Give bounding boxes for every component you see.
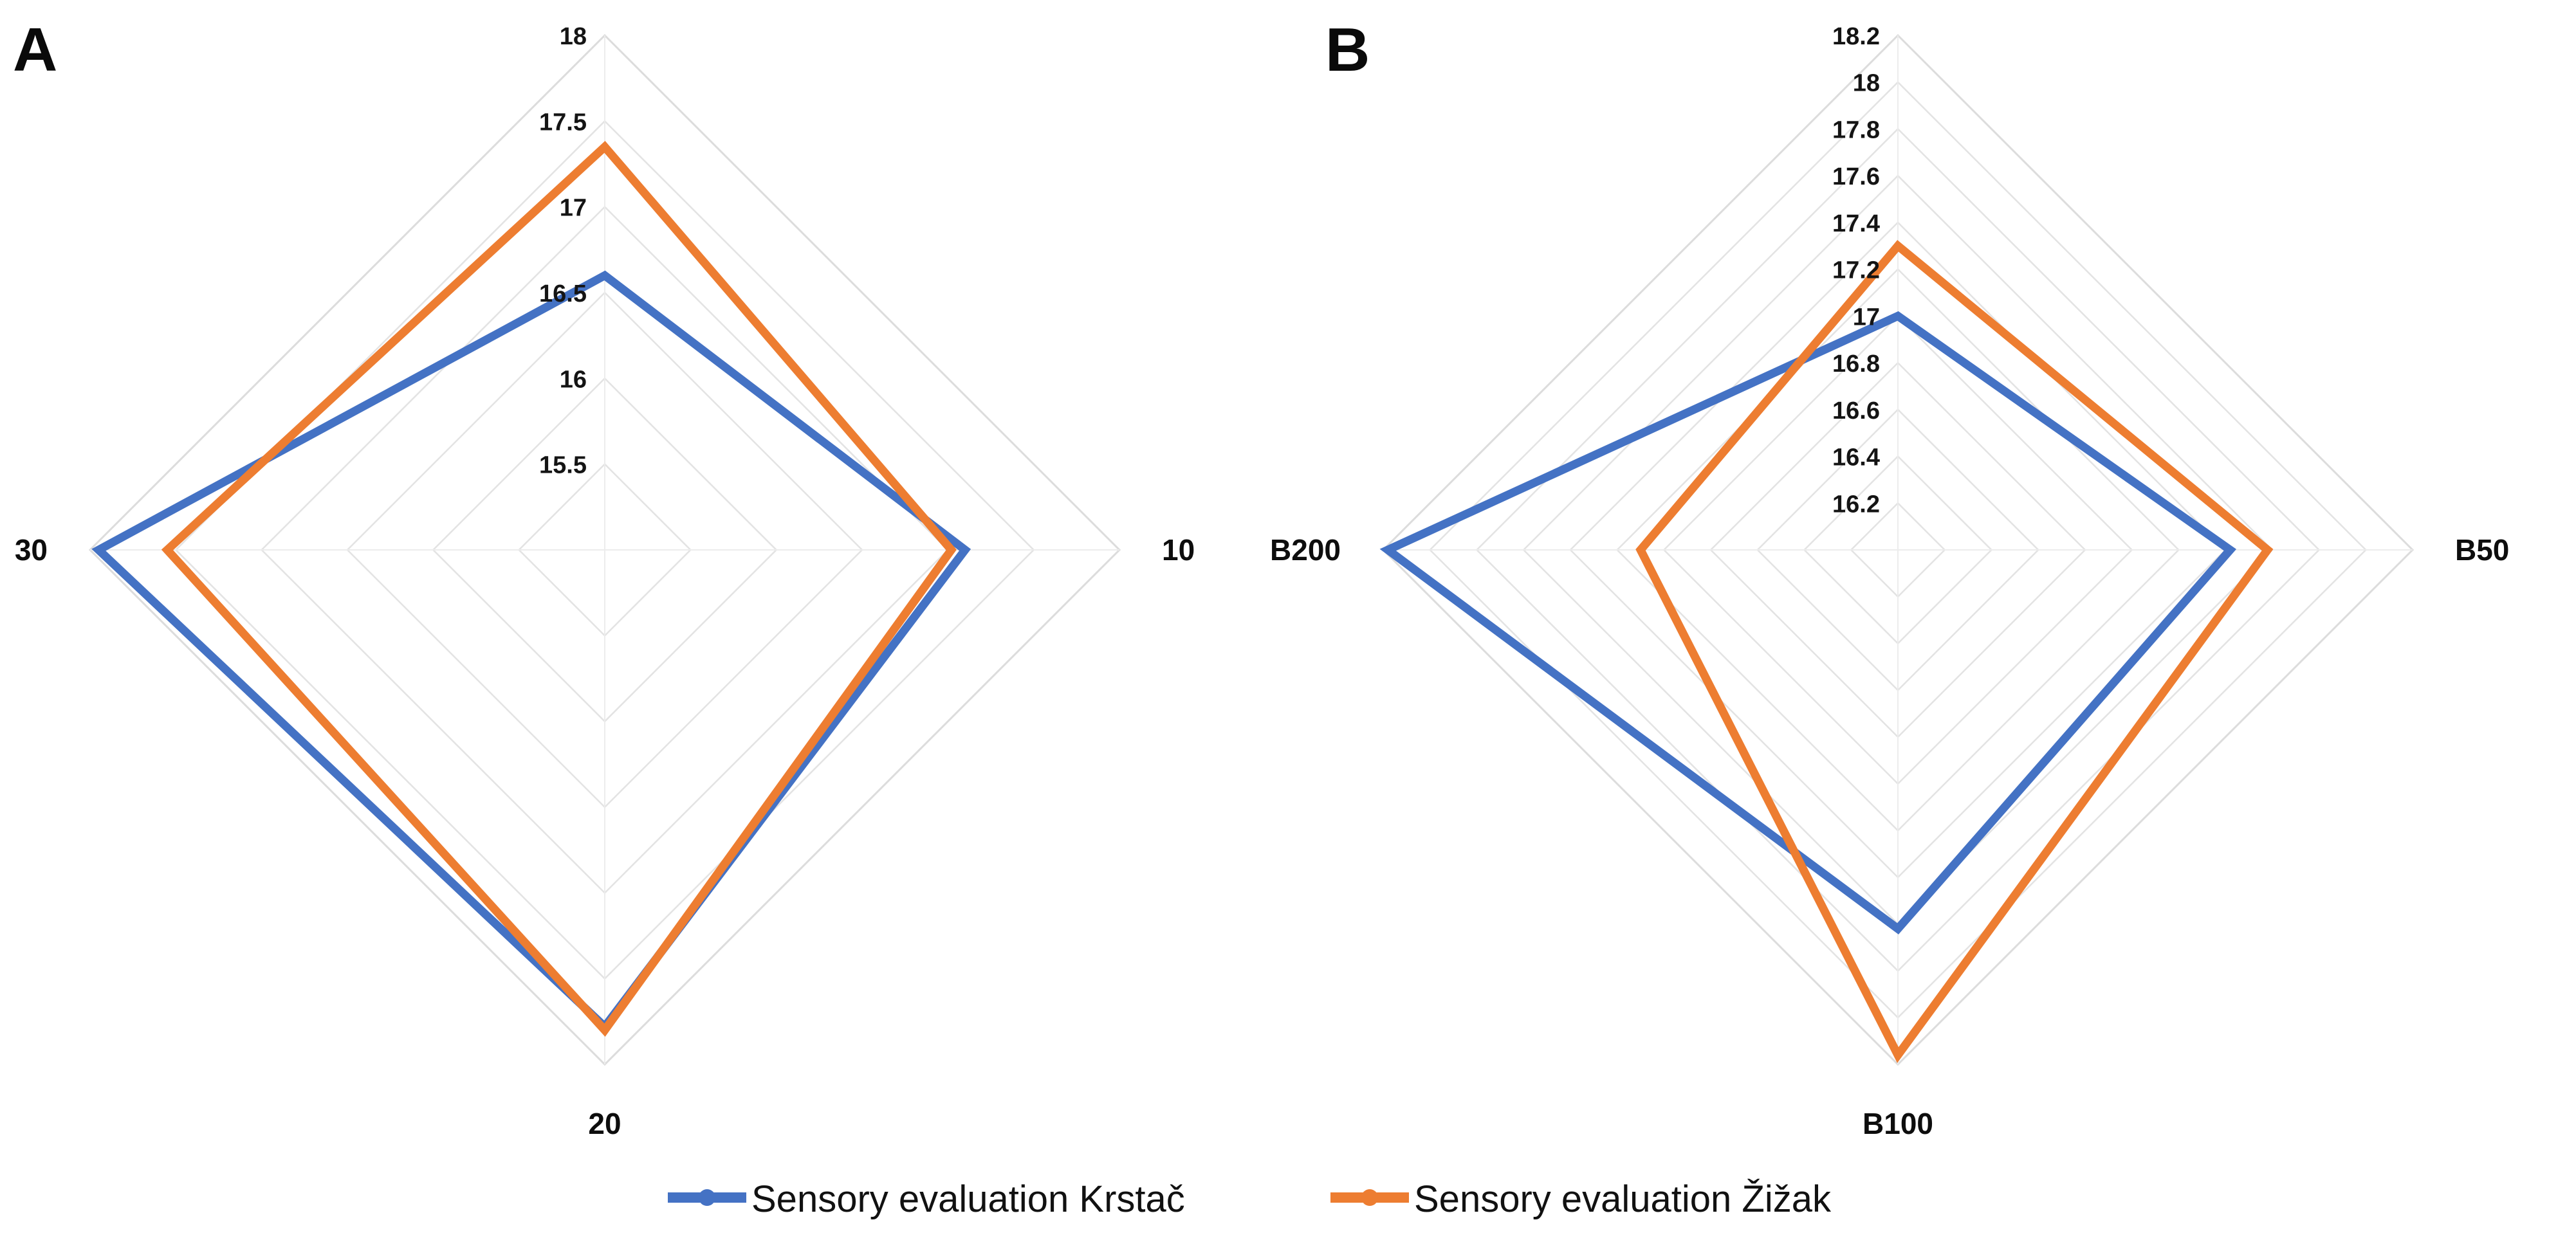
radial-tick-label: 16.6 (1832, 397, 1880, 424)
radial-tick-label: 17 (560, 195, 587, 222)
panel-a-letter: A (13, 15, 57, 84)
radial-tick-label: 16.2 (1832, 491, 1880, 518)
category-label: B200 (1270, 533, 1341, 567)
radial-tick-label: 17.4 (1832, 210, 1880, 237)
radial-tick-label: 17.8 (1832, 116, 1880, 143)
category-label: 30 (15, 533, 48, 567)
legend-item-zizak[interactable]: Sensory evaluation Žižak (1330, 1178, 1832, 1220)
panel-b-tick-labels: 16.2 16.4 16.6 16.8 17 17.2 17.4 17.6 17.8 18 18.2 (1832, 23, 1880, 518)
panel-a-category-labels: 0102030 (15, 533, 1195, 1140)
radial-tick-label: 17.6 (1832, 163, 1880, 190)
panel-a-series (91, 140, 971, 1037)
radial-tick-label: 18.2 (1832, 23, 1880, 50)
radial-tick-label: 16 (560, 366, 587, 393)
category-label: 10 (1162, 533, 1195, 567)
panel-a-tick-labels: 15.5 16 16.5 17 17.5 18 (539, 23, 587, 479)
radial-tick-label: 18 (1853, 70, 1880, 97)
panel-b-series (1379, 240, 2274, 1063)
series-polygon (161, 140, 957, 1037)
radial-tick-label: 17.5 (539, 109, 587, 136)
legend-item-krstac[interactable]: Sensory evaluation Krstač (668, 1178, 1185, 1220)
panel-b-category-labels: B0B50B100B200 (1270, 533, 2509, 1140)
legend-marker-krstac (699, 1189, 715, 1206)
category-label: B50 (2455, 533, 2509, 567)
panel-a-spokes (90, 35, 1119, 1064)
legend-label-zizak: Sensory evaluation Žižak (1414, 1178, 1832, 1220)
legend-marker-zizak (1361, 1189, 1378, 1206)
series-polygon (1635, 240, 2274, 1063)
radial-tick-label: 16.8 (1832, 351, 1880, 378)
panel-b-letter: B (1325, 15, 1370, 84)
radial-tick-label: 15.5 (539, 452, 587, 479)
radial-tick-label: 17.2 (1832, 257, 1880, 284)
radial-tick-label: 18 (560, 23, 587, 50)
category-label: 20 (588, 1107, 621, 1140)
radial-tick-label: 16.5 (539, 280, 587, 307)
series-polygon (1379, 311, 2237, 934)
category-label: B100 (1863, 1107, 1933, 1140)
legend-label-krstac: Sensory evaluation Krstač (751, 1178, 1185, 1220)
panel-b: B 16.2 16.4 16.6 16.8 17 17.2 17.4 17.6 17.8 18 18… (1270, 15, 2509, 1140)
radial-tick-label: 17 (1853, 304, 1880, 331)
chart-legend: Sensory evaluation Krstač Sensory evalua… (668, 1178, 1832, 1220)
radial-tick-label: 16.4 (1832, 444, 1880, 471)
